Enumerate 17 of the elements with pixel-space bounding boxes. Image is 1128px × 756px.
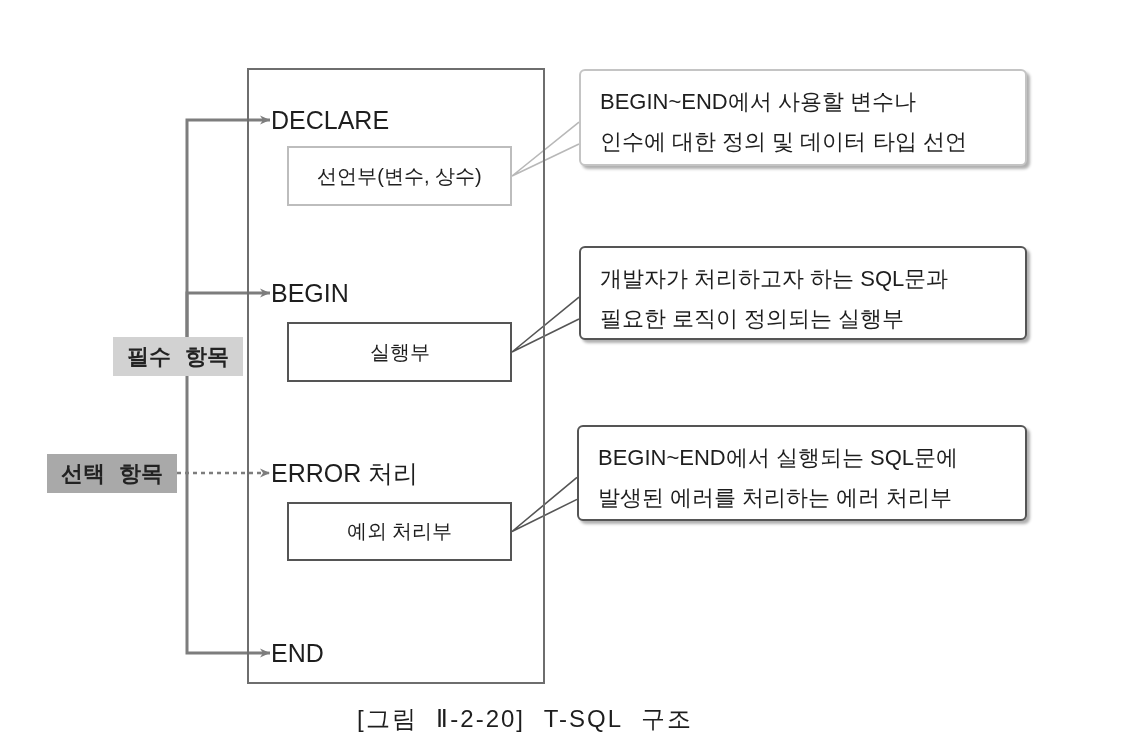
keyword-text: END — [271, 637, 324, 669]
callout-pointer — [511, 296, 580, 353]
figure-caption: [그림 Ⅱ-2-20] T-SQL 구조 — [357, 704, 693, 734]
callout-box: 개발자가 처리하고자 하는 SQL문과 필요한 로직이 정의되는 실행부 — [579, 246, 1027, 340]
category-tag: 필수 항목 — [113, 337, 243, 376]
keyword-text: BEGIN — [271, 277, 349, 309]
callout-pointer — [511, 476, 578, 533]
block-frame — [247, 68, 545, 684]
callout-box: BEGIN~END에서 실행되는 SQL문에 발생된 에러를 처리하는 에러 처리부 — [577, 425, 1027, 521]
arrow — [185, 288, 270, 337]
callout-box: BEGIN~END에서 사용할 변수나 인수에 대한 정의 및 데이터 타입 선언 — [579, 69, 1027, 166]
category-tag: 선택 항목 — [47, 454, 177, 493]
callout-pointer — [511, 121, 580, 177]
dashed-arrow — [177, 468, 270, 478]
arrow — [185, 376, 270, 658]
keyword-text: DECLARE — [271, 104, 390, 136]
keyword-text: ERROR 처리 — [271, 457, 419, 489]
